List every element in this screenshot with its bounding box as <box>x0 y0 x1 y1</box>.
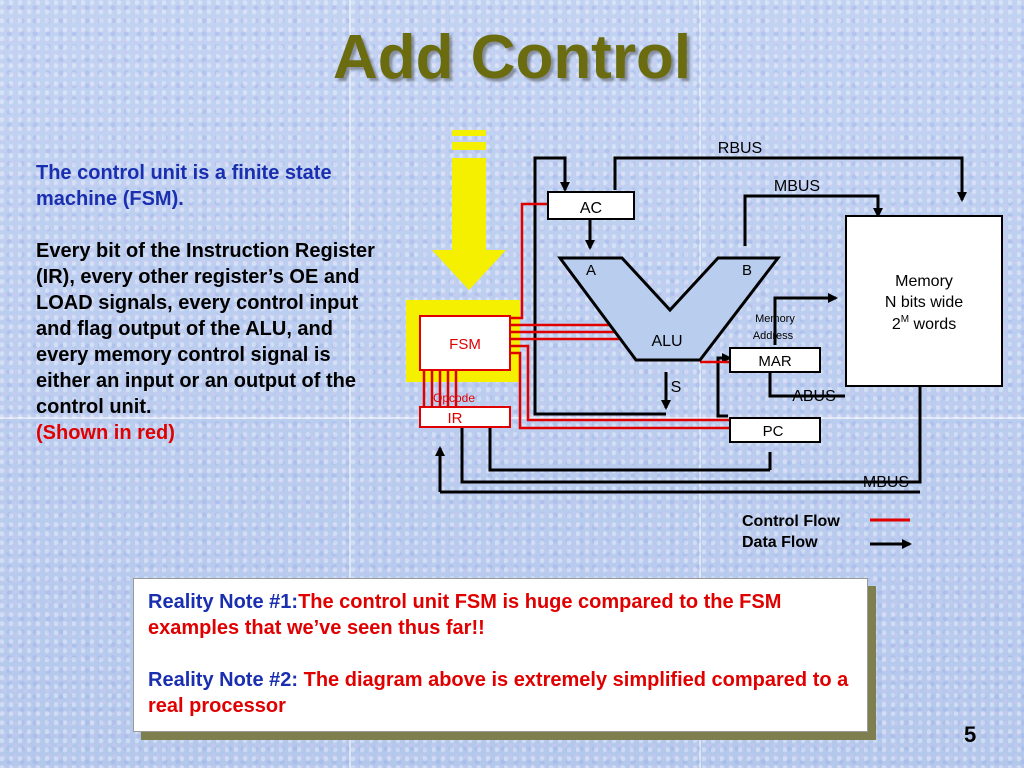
alu-label: ALU <box>651 333 682 350</box>
memory-address-label-1: Memory <box>755 313 795 325</box>
alu-input-b-label: B <box>742 262 752 279</box>
legend: Control Flow Data Flow <box>742 511 840 553</box>
mar-register <box>729 347 821 373</box>
alu-output-s-label: S <box>671 379 682 396</box>
memory-width-label: N bits wide <box>885 294 963 311</box>
pc-register <box>729 417 821 443</box>
reality-note-1: Reality Note #1:The control unit FSM is … <box>148 589 857 641</box>
control-description: Every bit of the Instruction Register (I… <box>36 240 375 418</box>
mbus-top-label: MBUS <box>774 178 820 195</box>
opcode-label: Opcode <box>433 391 475 405</box>
memory-size-label: 2M words <box>892 314 956 333</box>
data-flow-lines <box>435 156 967 494</box>
body-text: The control unit is a finite state machi… <box>36 160 376 446</box>
slide-title: Add Control <box>332 23 692 92</box>
fsm-box <box>419 315 511 371</box>
mbus-bottom-label: MBUS <box>863 474 909 491</box>
ir-register <box>419 406 511 428</box>
ir-label: IR <box>448 410 463 427</box>
memory-address-label-2: Address <box>753 330 794 342</box>
memory-block <box>845 215 1003 387</box>
control-flow-lines <box>422 202 730 430</box>
legend-data-flow: Data Flow <box>742 534 818 551</box>
ac-register <box>547 191 635 220</box>
alu-shape <box>557 256 782 362</box>
ac-label: AC <box>580 200 602 217</box>
shown-in-red-note: (Shown in red) <box>36 422 175 444</box>
alu-input-a-label: A <box>586 262 596 279</box>
memory-label: Memory <box>895 273 953 290</box>
note2-text: The diagram above is extremely simplifie… <box>148 669 849 717</box>
reality-note-2: Reality Note #2: The diagram above is ex… <box>148 667 857 719</box>
mar-label: MAR <box>758 353 792 370</box>
page-number: 5 <box>964 722 977 747</box>
reality-notes-box: Reality Note #1:The control unit FSM is … <box>133 578 868 732</box>
abus-label: ABUS <box>792 388 836 405</box>
fsm-label: FSM <box>449 336 481 353</box>
note1-label: Reality Note #1: <box>148 591 299 613</box>
yellow-arrow-icon <box>432 130 506 290</box>
fsm-definition: The control unit is a finite state machi… <box>36 162 332 210</box>
note1-text: The control unit FSM is huge compared to… <box>148 591 782 639</box>
note2-label: Reality Note #2: <box>148 669 299 691</box>
rbus-label: RBUS <box>718 140 762 157</box>
legend-control-flow: Control Flow <box>742 513 840 530</box>
pc-label: PC <box>763 423 784 440</box>
